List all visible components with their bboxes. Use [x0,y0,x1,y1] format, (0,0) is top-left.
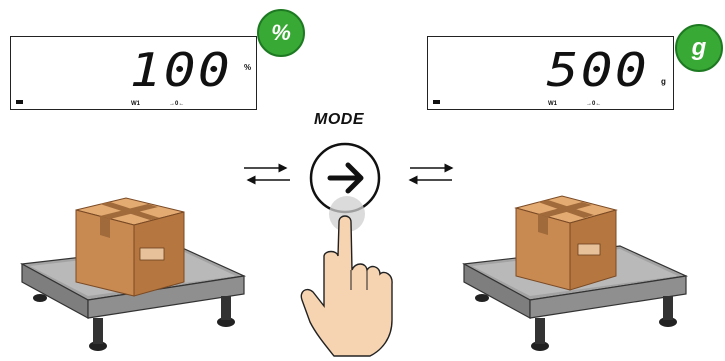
left-swap-arrows-icon [244,168,290,180]
pointing-hand-icon [301,216,392,356]
left-box-icon [76,198,184,296]
right-swap-arrows-icon [410,168,452,180]
right-box-icon [516,196,616,290]
